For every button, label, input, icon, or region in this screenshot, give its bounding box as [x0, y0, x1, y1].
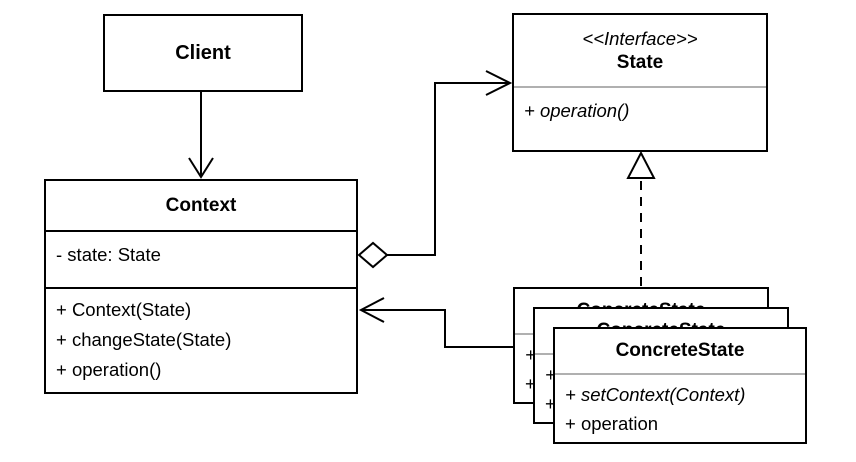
context-methods-compartment: + Context(State) + changeState(State) + …	[46, 287, 356, 392]
interface-box-state: <<Interface>> State + operation()	[512, 13, 768, 152]
concretestate-methods-compartment: + setContext(Context) + operation	[555, 373, 805, 442]
context-attribute: - state: State	[56, 244, 161, 265]
context-to-state-line	[386, 82, 508, 256]
class-box-concretestate-front: ConcreteState + setContext(Context) + op…	[553, 327, 807, 444]
interface-title-state: State	[616, 51, 664, 73]
class-title-context: Context	[165, 194, 237, 216]
context-method: + Context(State)	[56, 299, 192, 320]
context-attributes-compartment: - state: State	[46, 230, 356, 287]
concretestate-method: + setContext(Context)	[565, 384, 746, 405]
context-to-state-open-arrowhead-icon	[485, 70, 513, 96]
context-method: + operation()	[56, 359, 162, 380]
concretestate-method: + operation	[565, 413, 659, 434]
state-methods-compartment: + operation()	[514, 86, 766, 150]
class-title-concretestate: ConcreteState	[615, 340, 745, 361]
class-title-client: Client	[175, 41, 231, 64]
state-method: + operation()	[524, 100, 630, 121]
realization-triangle-icon	[626, 150, 656, 179]
class-box-context: Context - state: State + Context(State) …	[44, 179, 358, 394]
state-stereotype-label: <<Interface>>	[582, 27, 698, 49]
concretestate-to-context-open-arrowhead-icon	[358, 297, 385, 323]
state-title-compartment: <<Interface>> State	[514, 15, 766, 86]
context-method: + changeState(State)	[56, 329, 232, 350]
client-to-context-open-arrowhead-icon	[188, 157, 214, 179]
aggregation-diamond-icon	[357, 241, 389, 269]
class-box-client: Client	[103, 14, 303, 92]
concretestate-to-context-line	[362, 309, 513, 348]
